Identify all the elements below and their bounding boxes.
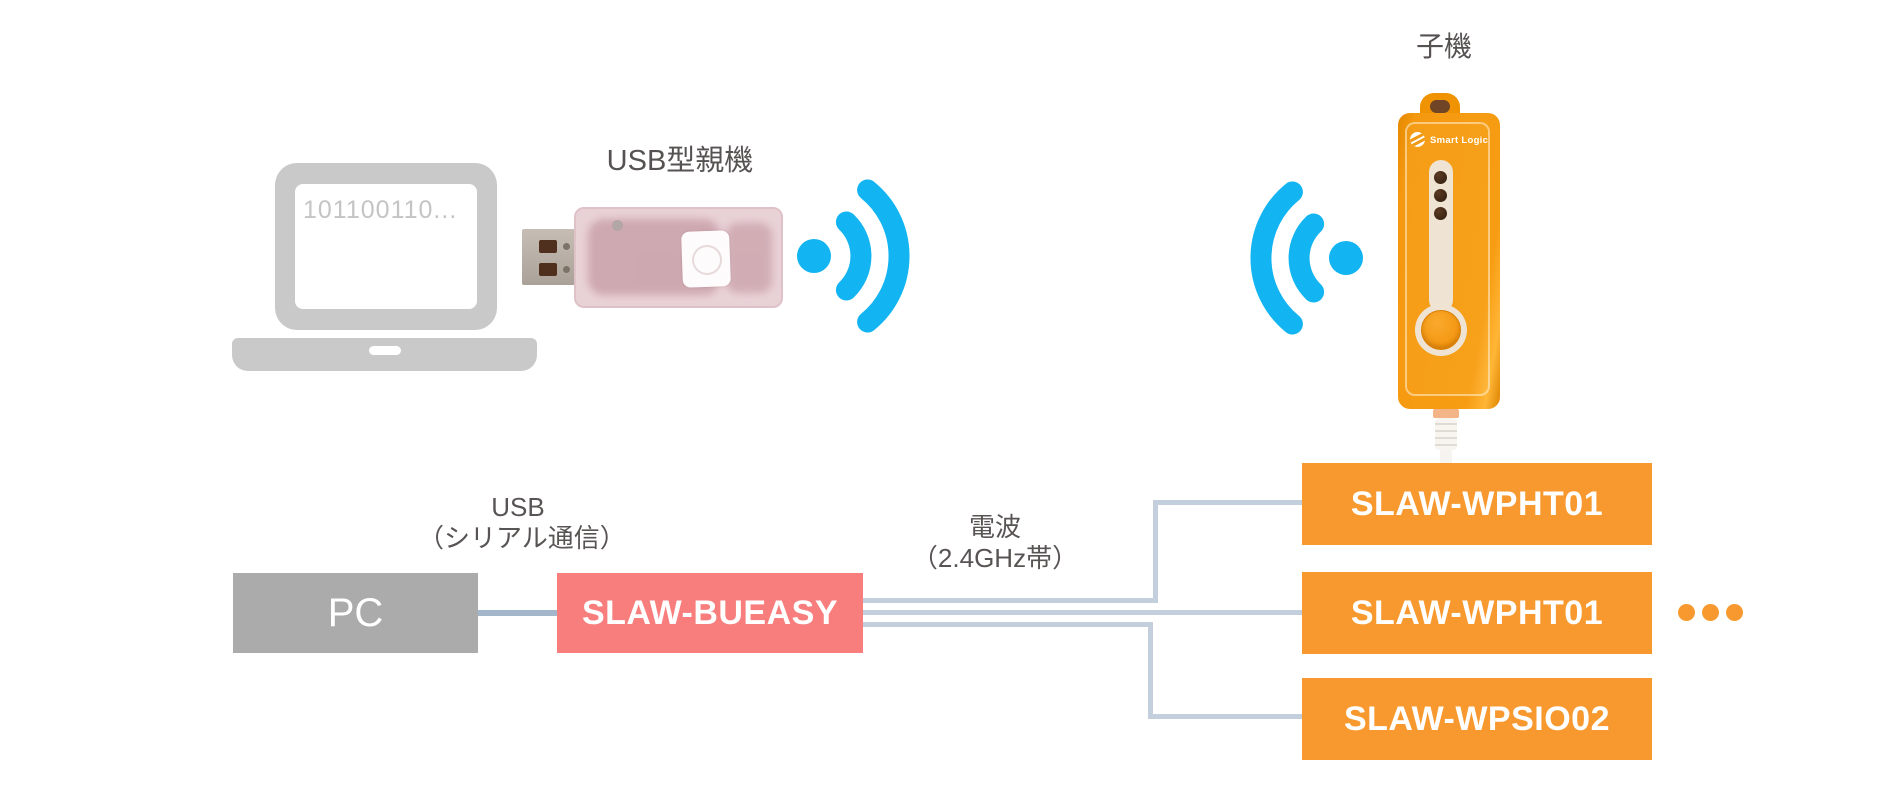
ellipsis-dot	[1702, 604, 1719, 621]
usb-link-label: USB （シリアル通信）	[418, 492, 626, 553]
device-node: SLAW-WPHT01	[1302, 572, 1652, 654]
radio-link-line-top-riser	[1153, 500, 1158, 603]
sensor-connector-tip	[1440, 450, 1452, 465]
usb-dongle-body	[574, 207, 783, 308]
radio-link-line-top	[863, 598, 1158, 603]
child-device-illustration: Smart Logic	[1390, 90, 1520, 470]
ellipsis-dot	[1678, 604, 1695, 621]
dongle-circuit-shade	[726, 223, 772, 293]
usb-plug-slot	[539, 263, 557, 276]
usb-link-line	[478, 610, 557, 616]
laptop-screen-code: 101100110...	[303, 196, 458, 224]
wifi-signal-icon	[1250, 181, 1363, 335]
strap-loop-hole	[1430, 100, 1450, 113]
radio-link-line-bottom-arm	[1148, 714, 1302, 719]
radio-link-line-top-arm	[1153, 500, 1302, 505]
led-dot	[1434, 207, 1447, 220]
sticker-pattern	[691, 244, 723, 276]
laptop-trackpad-notch	[369, 346, 401, 355]
smartlogic-globe-icon	[1410, 132, 1425, 147]
usb-plug-slot	[539, 240, 557, 253]
led-dot	[1434, 189, 1447, 202]
usb-plug-pin	[563, 266, 570, 273]
gateway-node: SLAW-BUEASY	[557, 573, 863, 653]
child-device-body: Smart Logic	[1398, 113, 1500, 409]
radio-link-line-middle	[863, 610, 1302, 615]
dongle-sticker	[681, 230, 731, 288]
wifi-signal-icon	[797, 179, 910, 333]
usb-parent-label: USB型親機	[606, 145, 754, 177]
sensor-connector	[1435, 418, 1457, 450]
pc-node: PC	[233, 573, 478, 653]
smartlogic-logo-text: Smart Logic	[1430, 135, 1489, 146]
dongle-led	[612, 220, 623, 231]
laptop-screen	[295, 184, 477, 309]
radio-link-line-bottom-riser	[1148, 622, 1153, 719]
child-device-label: 子機	[1415, 31, 1472, 62]
sensor-connector-base	[1433, 409, 1459, 418]
usb-plug-pin	[563, 243, 570, 250]
led-strip	[1429, 160, 1453, 312]
radio-link-line-bottom	[863, 622, 1153, 627]
device-node: SLAW-WPSIO02	[1302, 678, 1652, 760]
child-device-face	[1405, 122, 1490, 396]
device-node: SLAW-WPHT01	[1302, 463, 1652, 545]
led-dot	[1434, 171, 1447, 184]
usb-plug	[522, 229, 576, 285]
push-button	[1421, 310, 1461, 350]
ellipsis-dot	[1726, 604, 1743, 621]
radio-link-label: 電波 （2.4GHz帯）	[911, 512, 1079, 573]
